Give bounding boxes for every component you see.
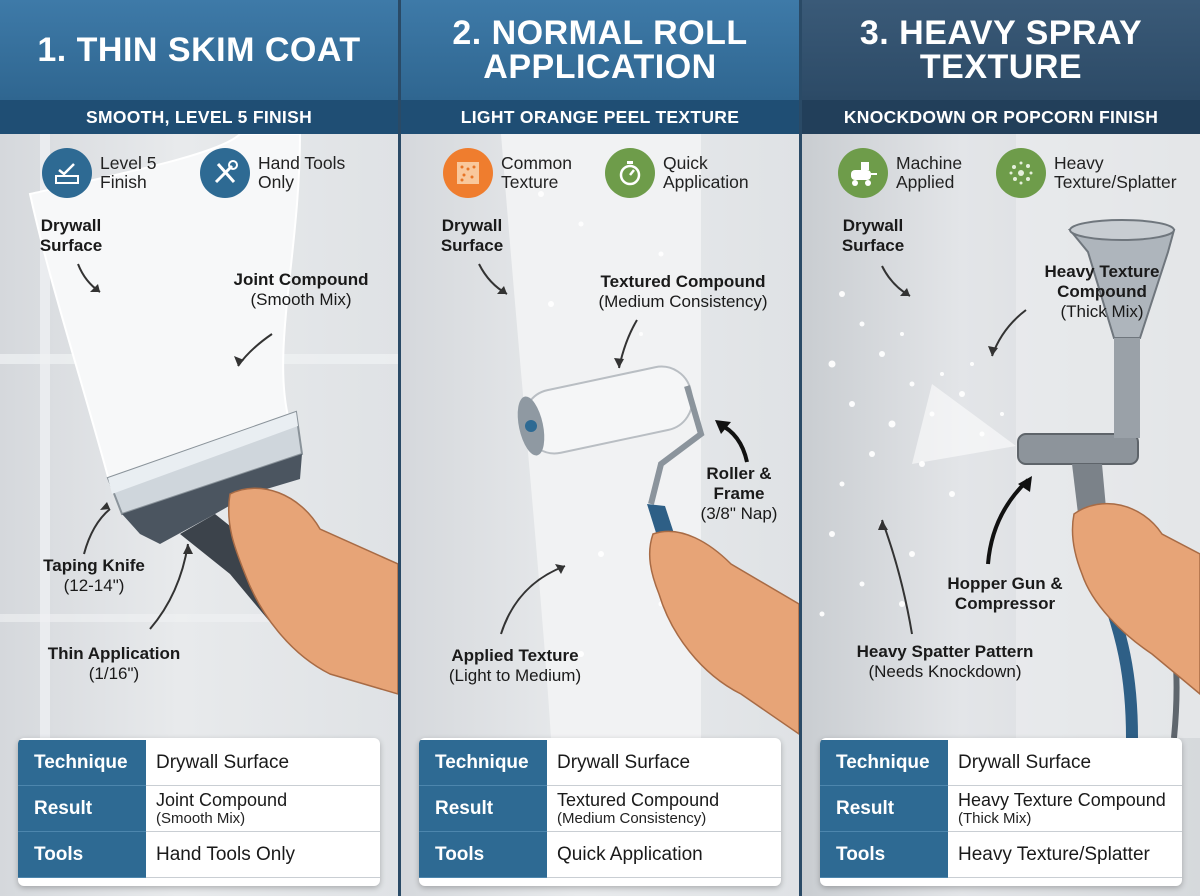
hand (1071, 502, 1200, 695)
table-row: Tools Heavy Texture/Splatter (820, 832, 1182, 878)
badge-heavy-texture: Heavy Texture/Splatter (996, 148, 1194, 198)
table-row: Technique Drywall Surface (419, 740, 781, 786)
badge-label: Level 5 Finish (100, 153, 157, 192)
badge-label: Machine Applied (896, 153, 963, 192)
hand (648, 530, 799, 735)
table-row: Technique Drywall Surface (18, 740, 380, 786)
spatter-pattern (819, 291, 1004, 617)
gun-body (1017, 433, 1139, 465)
spray-gun-illustration (819, 134, 1200, 738)
table-row: Result Joint Compound(Smooth Mix) (18, 786, 380, 832)
panel-subtitle: KNOCKDOWN OR POPCORN FINISH (802, 100, 1200, 134)
annotation-textured-compound: Textured Compound (Medium Consistency) (598, 272, 768, 311)
table-row: Technique Drywall Surface (820, 740, 1182, 786)
smooth-compound-swath (28, 134, 302, 486)
roller-frame (648, 385, 705, 505)
panel-subtitle: LIGHT ORANGE PEEL TEXTURE (401, 100, 799, 134)
badge-quick-application: Quick Application (605, 148, 773, 198)
annotation-drywall-surface: Drywall Surface (440, 216, 504, 255)
annotation-drywall-surface: Drywall Surface (841, 216, 905, 255)
stopwatch-icon (605, 148, 655, 198)
badge-level-5: Level 5 Finish (42, 148, 168, 198)
hand-tools-icon (200, 148, 250, 198)
tool-arrow (986, 478, 1030, 565)
annotation-taping-knife: Taping Knife (12-14") (43, 556, 145, 595)
annotation-joint-compound: Joint Compound (Smooth Mix) (233, 270, 369, 309)
taping-knife-handle (122, 454, 302, 544)
annotation-thin-application: Thin Application (1/16") (47, 644, 181, 683)
summary-table: Technique Drywall Surface Result Heavy T… (820, 738, 1182, 886)
table-row: Result Textured Compound(Medium Consiste… (419, 786, 781, 832)
summary-table: Technique Drywall Surface Result Joint C… (18, 738, 380, 886)
badge-hand-tools: Hand Tools Only (200, 148, 368, 198)
texture-swatch-icon (443, 148, 493, 198)
annotation-applied-texture: Applied Texture (Light to Medium) (448, 646, 582, 685)
hand (227, 487, 398, 695)
panel-title: 1. THIN SKIM COAT (37, 31, 361, 69)
splatter-icon (996, 148, 1046, 198)
table-row: Result Heavy Texture Compound(Thick Mix) (820, 786, 1182, 832)
badge-common-texture: Common Texture (443, 148, 585, 198)
level-check-icon (42, 148, 92, 198)
table-row: Tools Quick Application (419, 832, 781, 878)
badge-label: Common Texture (501, 153, 572, 192)
summary-table: Technique Drywall Surface Result Texture… (419, 738, 781, 886)
panel-subtitle: SMOOTH, LEVEL 5 FINISH (0, 100, 398, 134)
badge-machine-applied: Machine Applied (838, 148, 980, 198)
application-arrow (500, 565, 566, 635)
tool-arrow (83, 508, 111, 555)
annotation-hopper-gun: Hopper Gun & Compressor (947, 574, 1063, 613)
badge-label: Hand Tools Only (258, 153, 346, 192)
annotation-heavy-texture-compound: Heavy Texture Compound (Thick Mix) (1044, 262, 1160, 321)
badge-label: Heavy Texture/Splatter (1054, 153, 1177, 192)
panel-thin-skim-coat: 1. THIN SKIM COAT SMOOTH, LEVEL 5 FINISH (0, 0, 398, 896)
panel-header: 1. THIN SKIM COAT (0, 0, 398, 100)
skim-coat-illustration (0, 134, 398, 738)
annotation-roller-frame: Roller & Frame (3/8" Nap) (700, 464, 778, 523)
application-arrow (881, 519, 913, 635)
compressor-icon (838, 148, 888, 198)
roller-illustration (478, 134, 799, 738)
annotation-heavy-spatter: Heavy Spatter Pattern (Needs Knockdown) (856, 642, 1034, 681)
annotation-drywall-surface: Drywall Surface (39, 216, 103, 255)
table-row: Tools Hand Tools Only (18, 832, 380, 878)
badge-label: Quick Application (663, 153, 749, 192)
spray-plume (912, 384, 1016, 464)
